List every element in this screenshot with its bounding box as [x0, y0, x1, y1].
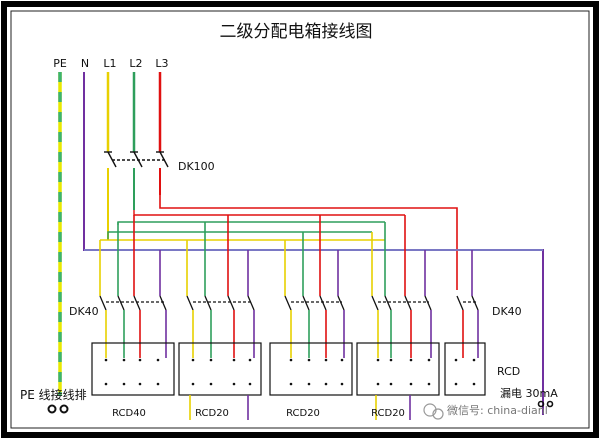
inner-frame [10, 10, 590, 429]
label-l2: L2 [129, 57, 142, 70]
diagram-title: 二级分配电箱接线图 [220, 22, 373, 42]
rcd-label-2: RCD20 [195, 408, 229, 419]
branch-drops [99, 215, 473, 296]
rcd-label-3: RCD20 [286, 408, 320, 419]
leakage-label: 漏电 30mA [500, 387, 558, 400]
pe-busbar-terminals [47, 404, 69, 414]
branch-switch-label-left: DK40 [69, 305, 99, 318]
rcd-label-5: RCD [497, 365, 520, 378]
watermark-text: 微信号: china-dianl [447, 403, 548, 417]
leakage-terminals [537, 400, 554, 408]
rcd-terminal-dots [104, 358, 476, 386]
branch-breakers [99, 295, 479, 311]
branch-switch-label-right: DK40 [492, 305, 522, 318]
label-l1: L1 [103, 57, 116, 70]
label-pe: PE [53, 57, 67, 70]
label-n: N [81, 57, 89, 70]
l3-bus-2 [133, 210, 405, 216]
wechat-watermark: 微信号: china-dianl [423, 403, 548, 420]
l2-bus-2 [107, 231, 372, 240]
main-switch-dk100 [104, 151, 169, 168]
rcd-label-4: RCD20 [371, 408, 405, 419]
rcd-feed-lines [105, 310, 479, 358]
rcd-label-1: RCD40 [112, 408, 146, 419]
rcd-boxes [91, 342, 486, 396]
main-switch-label: DK100 [178, 160, 215, 173]
label-l3: L3 [155, 57, 168, 70]
n-line [83, 72, 544, 415]
l3-distribution-bus [159, 195, 458, 290]
pe-busbar-label: PE 线接线排 [20, 387, 87, 402]
l2-distribution-bus [117, 221, 385, 225]
